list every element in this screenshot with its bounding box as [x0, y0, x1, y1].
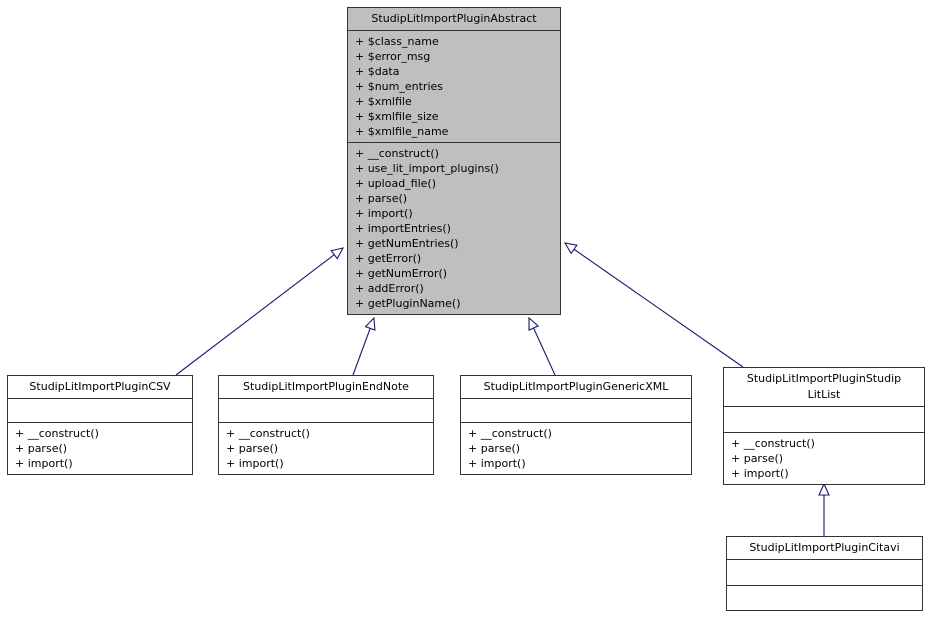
methods-compartment: + __construct() + parse() + import(): [8, 423, 192, 474]
attributes-compartment: + $class_name + $error_msg + $data + $num_e…: [348, 31, 560, 143]
member: + $xmlfile: [355, 95, 412, 108]
member: + __construct(): [355, 147, 439, 160]
edge-endnote-to-abstract: [352, 316, 376, 376]
attributes-compartment: [8, 399, 192, 423]
class-title: StudipLitImportPluginEndNote: [219, 376, 433, 399]
member: + import(): [355, 207, 413, 220]
member: + parse(): [15, 442, 68, 455]
methods-compartment: + __construct() + use_lit_import_plugins(…: [348, 143, 560, 314]
class-title: StudipLitImportPluginAbstract: [348, 8, 560, 31]
member: + $xmlfile_name: [355, 125, 449, 138]
member: + getNumEntries(): [355, 237, 459, 250]
attributes-compartment: [727, 560, 922, 586]
class-box-csv[interactable]: StudipLitImportPluginCSV + __construct()…: [7, 375, 193, 475]
member: + __construct(): [731, 437, 815, 450]
class-box-endnote[interactable]: StudipLitImportPluginEndNote + __constru…: [218, 375, 434, 475]
member: + importEntries(): [355, 222, 451, 235]
member: + use_lit_import_plugins(): [355, 162, 499, 175]
class-title: StudipLitImportPluginGenericXML: [461, 376, 691, 399]
member: + getError(): [355, 252, 422, 265]
class-box-citavi[interactable]: StudipLitImportPluginCitavi: [726, 536, 923, 611]
attributes-compartment: [461, 399, 691, 423]
member: + parse(): [731, 452, 784, 465]
class-title: StudipLitImportPluginStudip LitList: [724, 368, 924, 407]
methods-compartment: + __construct() + parse() + import(): [724, 433, 924, 484]
member: + __construct(): [15, 427, 99, 440]
member: + $data: [355, 65, 400, 78]
member: + import(): [15, 457, 73, 470]
class-box-studiplitlist[interactable]: StudipLitImportPluginStudip LitList + __…: [723, 367, 925, 485]
edge-studiplitlist-to-abstract: [563, 242, 744, 368]
member: + __construct(): [226, 427, 310, 440]
class-title: StudipLitImportPluginCSV: [8, 376, 192, 399]
class-box-genericxml[interactable]: StudipLitImportPluginGenericXML + __cons…: [460, 375, 692, 475]
member: + getNumError(): [355, 267, 448, 280]
member: + $num_entries: [355, 80, 443, 93]
member: + upload_file(): [355, 177, 437, 190]
member: + parse(): [355, 192, 408, 205]
member: + import(): [731, 467, 789, 480]
member: + getPluginName(): [355, 297, 461, 310]
class-title: StudipLitImportPluginCitavi: [727, 537, 922, 560]
member: + parse(): [468, 442, 521, 455]
member: + addError(): [355, 282, 424, 295]
methods-compartment: + __construct() + parse() + import(): [219, 423, 433, 474]
edge-csv-to-abstract: [175, 247, 345, 376]
member: + $xmlfile_size: [355, 110, 439, 123]
member: + import(): [468, 457, 526, 470]
attributes-compartment: [724, 407, 924, 433]
member: + $error_msg: [355, 50, 431, 63]
methods-compartment: + __construct() + parse() + import(): [461, 423, 691, 474]
edge-genericxml-to-abstract: [528, 316, 556, 376]
attributes-compartment: [219, 399, 433, 423]
member: + __construct(): [468, 427, 552, 440]
member: + parse(): [226, 442, 279, 455]
methods-compartment: [727, 586, 922, 610]
class-box-abstract[interactable]: StudipLitImportPluginAbstract + $class_n…: [347, 7, 561, 315]
member: + import(): [226, 457, 284, 470]
member: + $class_name: [355, 35, 439, 48]
